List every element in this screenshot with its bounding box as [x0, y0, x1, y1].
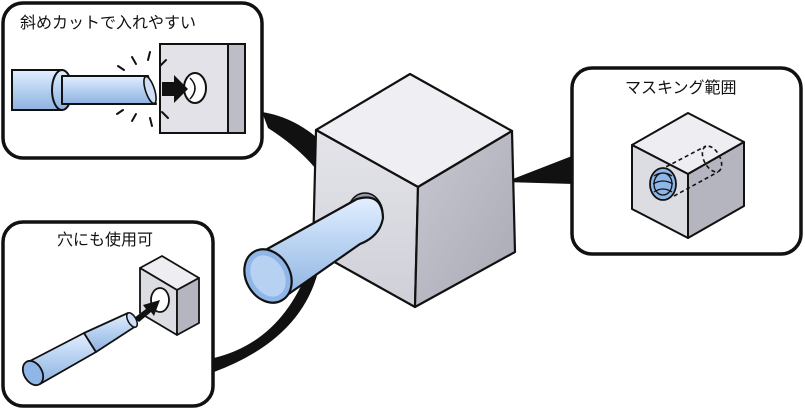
arrow-right-icon — [162, 75, 188, 103]
callout-masking-label: マスキング範囲 — [625, 78, 737, 97]
connector-top-left — [262, 112, 339, 200]
callout-hole-use-label: 穴にも使用可 — [57, 230, 153, 249]
callout-masking: マスキング範囲 — [570, 66, 803, 256]
callout-hole-use: 穴にも使用可 — [1, 220, 215, 408]
callout-angled-cut-label: 斜めカットで入れやすい — [20, 13, 196, 32]
cube-side-face — [413, 129, 517, 309]
main-cube-illustration — [243, 72, 517, 309]
callout-angled-cut: 斜めカットで入れやすい — [1, 1, 264, 160]
arrow-right-icon — [134, 300, 160, 322]
connector-right — [505, 156, 574, 184]
spark-icon — [116, 51, 169, 127]
